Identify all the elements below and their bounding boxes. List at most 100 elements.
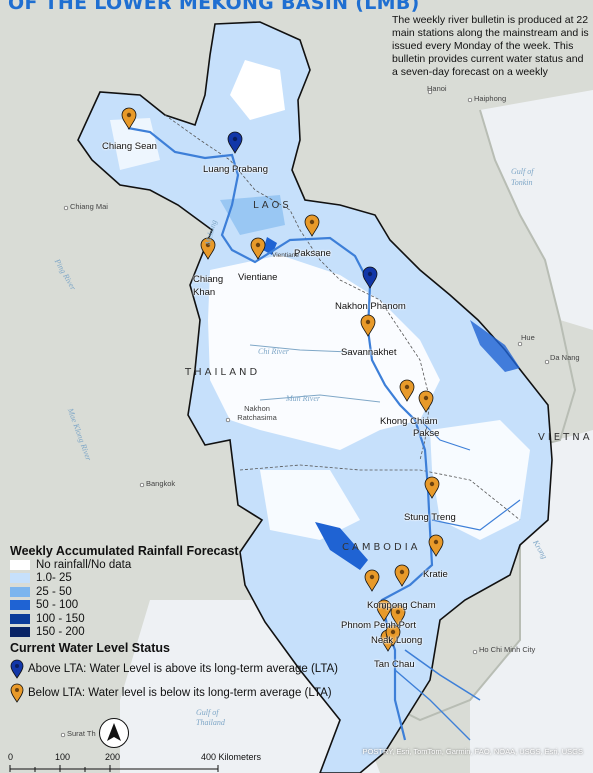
sea-south-china [470, 430, 593, 773]
station-label-luang-prabang: Luang Prabang [203, 164, 268, 175]
city-label-surat-th: Surat Th [67, 729, 96, 738]
tributary [394, 669, 471, 741]
bulletin-info-text: The weekly river bulletin is produced at… [392, 14, 589, 78]
legend-swatch [10, 627, 30, 638]
map-pin-dot [367, 271, 373, 277]
legend-above-label: Above LTA: Water Level is above its long… [28, 662, 338, 675]
scale-bar: 0 100 200 400 Kilometers [8, 742, 308, 772]
station-marker-nakhon-phanom[interactable] [362, 266, 378, 289]
legend-rain-label: 25 - 50 [36, 585, 72, 598]
station-label-tan-chau: Tan Chau [374, 659, 415, 670]
city-label-hanoi: Hanoi [427, 84, 447, 93]
station-marker-vientiane[interactable] [250, 237, 266, 260]
station-label-nakhon-phanom: Nakhon Phanom [335, 301, 406, 312]
no-rain-patch [260, 470, 360, 540]
city-label-chiang-mai: Chiang Mai [70, 202, 108, 211]
station-marker-tan-chau[interactable] [390, 604, 406, 627]
map-pin-dot [404, 384, 410, 390]
map-pin-dot [395, 609, 401, 615]
legend-swatch [10, 613, 30, 624]
map-pin-dot [433, 539, 439, 545]
tributary [431, 499, 521, 531]
legend-rain-none: No rainfall/No data [10, 558, 370, 572]
station-marker-kompong-cham[interactable] [394, 564, 410, 587]
no-rain-patch [208, 255, 440, 450]
legend-status-title: Current Water Level Status [10, 641, 170, 655]
station-marker-khong-chiam[interactable] [399, 379, 415, 402]
legend-above-lta: Above LTA: Water Level is above its long… [10, 658, 370, 679]
no-rain-patch [430, 420, 530, 540]
map-pin-dot [126, 112, 132, 118]
station-label-vientiane: Vientiane [238, 272, 278, 283]
water-label-gulf-of-thailand: Gulf of Thailand [196, 708, 225, 727]
station-label-paksane: Paksane [294, 248, 331, 259]
station-marker-kratie[interactable] [428, 534, 444, 557]
map-title: OF THE LOWER MEKONG BASIN (LMB) [8, 0, 420, 14]
legend-rain-label: 1.0- 25 [36, 572, 72, 585]
station-marker-stung-treng[interactable] [424, 476, 440, 499]
legend-below-lta: Below LTA: Water level is below its long… [10, 682, 370, 703]
legend-rain-title: Weekly Accumulated Rainfall Forecast [10, 544, 239, 558]
map-pin-dot [309, 219, 315, 225]
station-marker-chiang-sean[interactable] [121, 107, 137, 130]
no-rain-patch [230, 60, 285, 120]
scale-tick-0: 0 [8, 752, 14, 762]
sea-gulf-of-tonkin [480, 90, 593, 330]
station-label-phnom-penh-port: Phnom Penh Port [341, 620, 416, 631]
water-label-gulf-of-tonkin: Gulf of Tonkin [511, 167, 534, 187]
station-marker-pakse[interactable] [418, 390, 434, 413]
map-pin-dot [399, 569, 405, 575]
station-marker-neak-luong[interactable] [376, 599, 392, 622]
legend-rain-50-100: 50 - 100 [10, 599, 370, 613]
station-label-pakse: Pakse [413, 428, 440, 439]
city-label-nakhon-ratchasima: Nakhon Ratchasima [237, 404, 277, 422]
tributary [249, 344, 351, 353]
legend-rain-150-200: 150 - 200 [10, 626, 370, 640]
north-arrow-icon [107, 723, 121, 741]
tonle-sap-lake [315, 522, 368, 570]
city-dots [60, 89, 550, 738]
legend-rain-1-25: 1.0- 25 [10, 572, 370, 586]
map-pin-dot [365, 319, 371, 325]
station-marker-phnom-penh-port[interactable] [364, 569, 380, 592]
legend-rain-label: No rainfall/No data [36, 558, 132, 571]
scale-tick-400: 400 Kilometers [201, 752, 262, 762]
scale-tick-200: 200 [105, 752, 121, 762]
map-attribution: POSTRY, Esri, TomTom, Garmin, FAO, NOAA,… [362, 747, 583, 756]
station-label-chiang-sean: Chiang Sean [102, 141, 157, 152]
station-marker[interactable] [385, 624, 401, 647]
station-marker-savannakhet[interactable] [360, 314, 376, 337]
station-label-neak-luong: Neak Luong [371, 635, 423, 646]
tributary [419, 419, 471, 451]
country-border [239, 464, 521, 521]
country-label-laos: LAOS [253, 200, 292, 211]
city-label-vientiane: Vientiane [272, 252, 299, 259]
legend: Weekly Accumulated Rainfall Forecast No … [10, 544, 370, 703]
country-label-vietnam: VIETNAM [538, 432, 593, 443]
station-label-kompong-cham: Kompong Cham [367, 600, 436, 611]
city-label-da-nang: Da Nang [550, 353, 580, 362]
map-pin-dot [423, 395, 429, 401]
map-pin-dot [205, 242, 211, 248]
map-pin-dot [232, 136, 238, 142]
map-pin-icon [10, 683, 24, 703]
legend-rain-label: 100 - 150 [36, 612, 85, 625]
station-label-khong-chiam: Khong Chiam [380, 416, 438, 427]
map-pin-dot [255, 242, 261, 248]
country-label-thailand: THAILAND [185, 367, 261, 378]
legend-swatch [10, 600, 30, 611]
station-label-kratie: Kratie [423, 569, 448, 580]
station-label-chiang-khan: Chiang Khan [193, 274, 224, 298]
city-label-haiphong: Haiphong [474, 94, 507, 103]
scale-tick-100: 100 [55, 752, 71, 762]
map-pin-dot [390, 629, 396, 635]
map-pin-dot [381, 604, 387, 610]
station-marker-luang-prabang[interactable] [227, 131, 243, 154]
station-marker-chiang-khan[interactable] [200, 237, 216, 260]
water-label-mun-river: Mun River [286, 394, 320, 403]
legend-swatch [10, 586, 30, 597]
water-label-chi-river: Chi River [258, 347, 289, 356]
legend-swatch [10, 573, 30, 584]
station-marker-paksane[interactable] [304, 214, 320, 237]
sea-gulf-of-thailand [120, 600, 380, 773]
